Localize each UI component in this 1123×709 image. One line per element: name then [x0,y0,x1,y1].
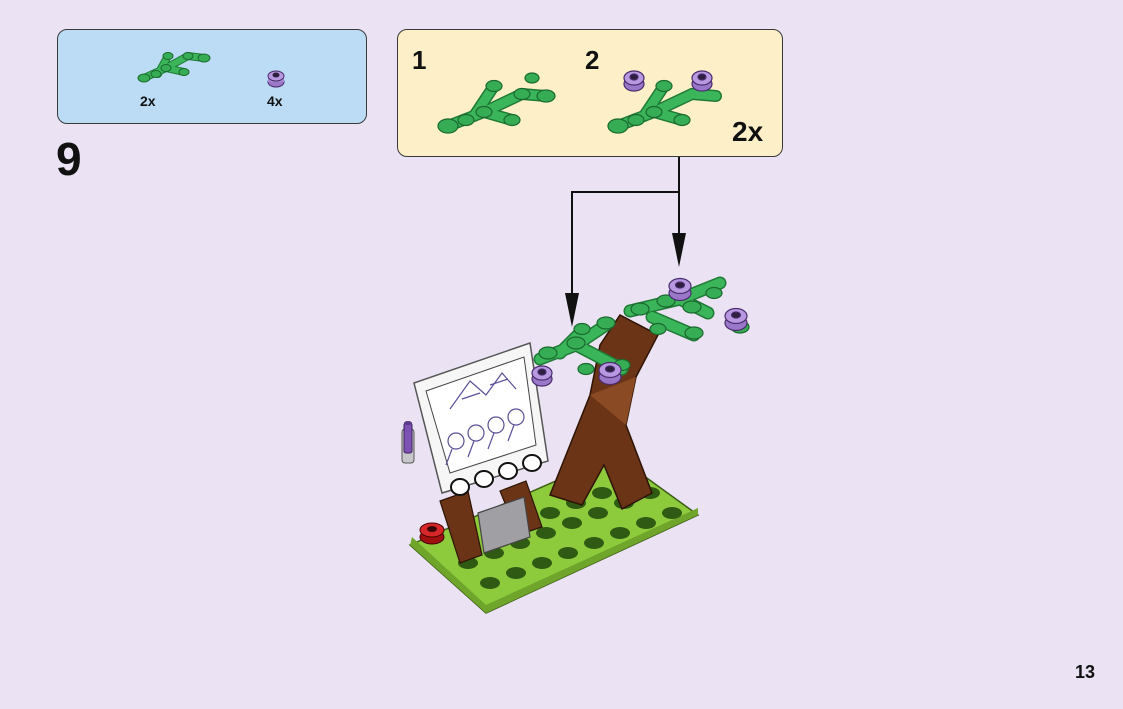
branch-quantity: 2x [140,93,156,109]
purple-flower-stud-icon [266,68,286,90]
step-number: 9 [56,136,82,182]
red-flower-piece [420,523,444,544]
parts-list-box: 2x 4x [57,29,367,124]
branch-subassembly-icon [436,68,556,138]
page-number: 13 [1075,662,1095,683]
purple-pen-piece [402,421,414,463]
flower-quantity: 4x [267,93,283,109]
model-illustration [390,265,760,620]
subassembly-multiplier: 2x [732,118,763,146]
subassembly-box: 1 2 2x [397,29,783,157]
arrow-head-right [672,233,686,267]
green-branch-piece-icon [136,44,216,88]
subassembly-step-2-label: 2 [585,47,599,73]
subassembly-step-1-label: 1 [412,47,426,73]
branch-with-flowers-icon [606,66,731,138]
